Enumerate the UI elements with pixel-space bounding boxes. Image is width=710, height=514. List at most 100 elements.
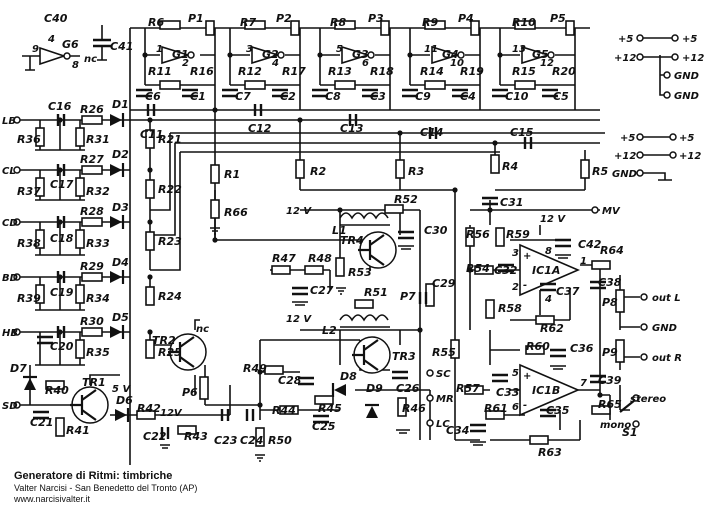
supply-12v-b: 12 V	[286, 314, 312, 325]
label-r9: R9	[422, 16, 438, 29]
label-c42: C42	[578, 238, 602, 251]
transistor-tr3	[352, 336, 391, 374]
label-c27: C27	[310, 284, 334, 297]
label-tr4: TR4	[340, 234, 364, 247]
label-ic1a: IC1A	[532, 264, 560, 277]
label-c20: C20	[50, 340, 74, 353]
pin-g4-out: 10	[450, 58, 464, 69]
gate-g5	[521, 45, 555, 65]
label-c17: C17	[50, 178, 74, 191]
pin-ic-3: 3	[512, 248, 519, 259]
pin-g6-out: 8	[72, 60, 79, 71]
label-r14: R14	[420, 65, 444, 78]
pin-ic-1: 1	[580, 256, 587, 267]
label-r3: R3	[408, 165, 424, 178]
supply-plus12-d: +12	[679, 151, 701, 162]
label-tr1: TR1	[82, 376, 106, 389]
label-c32: C32	[494, 264, 518, 277]
supply-12v-c: 12 V	[540, 214, 566, 225]
label-r11: R11	[148, 65, 172, 78]
gate-g6	[22, 46, 80, 71]
label-d4: D4	[112, 256, 129, 269]
cap-c41-body	[93, 25, 111, 61]
supply-plus12-a: +12	[614, 53, 636, 64]
supply-plus12-b: +12	[682, 53, 704, 64]
label-r51: R51	[364, 286, 388, 299]
label-c2: C2	[280, 90, 296, 103]
label-r15: R15	[512, 65, 536, 78]
label-g1: G1	[172, 48, 189, 61]
label-r50: R50	[268, 434, 292, 447]
label-r49: R49	[243, 362, 267, 375]
label-c19: C19	[50, 286, 74, 299]
diode-d7	[23, 375, 37, 390]
label-p9: P9	[602, 346, 618, 359]
label-r4: R4	[502, 160, 518, 173]
input-hb: HB	[2, 328, 18, 339]
label-c4: C4	[460, 90, 476, 103]
resistor-bodies	[35, 20, 625, 447]
label-l1: L1	[332, 224, 347, 237]
output-mr: MR	[436, 394, 454, 405]
pin-g4-in: 11	[424, 44, 438, 55]
pin-ic-5: 5	[512, 368, 519, 379]
supply-gnd-b: GND	[674, 91, 699, 102]
diode-d3	[110, 215, 125, 229]
label-nc-a: nc	[196, 324, 209, 335]
label-r53: R53	[348, 266, 372, 279]
caption-site: www.narcisivalter.it	[14, 494, 91, 504]
output-mv: MV	[602, 206, 621, 217]
gate-g1	[161, 45, 195, 65]
label-r21: R21	[158, 133, 182, 146]
gate-g2	[251, 45, 285, 65]
label-g4: G4	[442, 48, 459, 61]
label-r55: R55	[432, 346, 456, 359]
label-ic1b: IC1B	[532, 384, 560, 397]
label-p5: P5	[550, 12, 566, 25]
label-r41: R41	[66, 424, 90, 437]
label-r62: R62	[540, 322, 564, 335]
label-r29: R29	[80, 260, 104, 273]
output-lc: LC	[436, 419, 450, 430]
transistor-tr1	[70, 386, 109, 424]
signal-labels: LB CL CD BD HB SD MV SC MR LC out L GND …	[2, 34, 704, 430]
transistor-tr2	[168, 333, 207, 371]
label-r65: R65	[598, 398, 622, 411]
output-rings	[13, 34, 679, 428]
label-c9: C9	[415, 90, 431, 103]
pin-g2-out: 4	[271, 58, 279, 69]
inductor-symbols	[339, 212, 390, 328]
label-c11: C11	[140, 128, 163, 141]
switch-s1-body[interactable]	[619, 399, 636, 413]
label-r24: R24	[158, 290, 182, 303]
label-r13: R13	[328, 65, 352, 78]
inductor-l2	[339, 314, 390, 328]
label-p3: P3	[368, 12, 384, 25]
supply-plus5-c: +5	[620, 133, 635, 144]
pin-ic-6: 6	[512, 402, 519, 413]
opamp-symbols	[519, 243, 581, 417]
label-r23: R23	[158, 235, 182, 248]
label-p8: P8	[602, 296, 618, 309]
pin-plus-b: +	[523, 371, 531, 382]
label-r38: R38	[17, 237, 41, 250]
label-r5: R5	[592, 165, 608, 178]
label-p6: P6	[182, 386, 198, 399]
label-r42: R42	[137, 402, 161, 415]
label-s1: S1	[622, 426, 638, 439]
label-d6: D6	[116, 394, 133, 407]
label-c5: C5	[553, 90, 569, 103]
label-r1: R1	[224, 168, 240, 181]
label-r58: R58	[498, 302, 522, 315]
component-labels: R6 R7 R8 R9 R10 R11 R16 R12 R17 R13 R18 …	[10, 12, 666, 459]
pin-g1-in: 1	[156, 44, 163, 55]
label-c12: C12	[248, 122, 272, 135]
label-r8: R8	[330, 16, 346, 29]
pin-ic-4: 4	[544, 294, 552, 305]
caption-author: Valter Narcisi - San Benedetto del Tront…	[14, 483, 198, 493]
label-c7: C7	[235, 90, 251, 103]
label-c34: C34	[446, 424, 469, 437]
label-stereo: stereo	[630, 394, 666, 405]
label-c3: C3	[370, 90, 386, 103]
label-c28: C28	[278, 374, 302, 387]
